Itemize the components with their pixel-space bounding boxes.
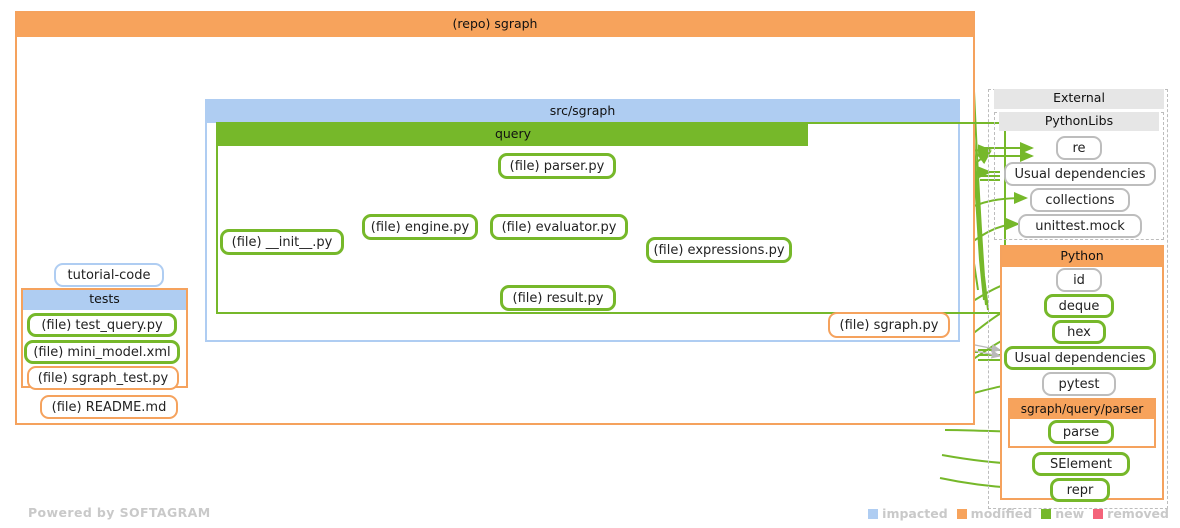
node-unittest-mock-label: unittest.mock <box>1035 218 1125 234</box>
legend-label-new: new <box>1055 506 1085 521</box>
legend-swatch-removed <box>1093 508 1104 519</box>
node-sgraph-test-py[interactable]: (file) sgraph_test.py <box>27 366 179 390</box>
node-test-query-py-label: (file) test_query.py <box>41 317 163 333</box>
node-unittest-mock[interactable]: unittest.mock <box>1018 214 1142 238</box>
node-usual-dependencies-python[interactable]: Usual dependencies <box>1004 346 1156 370</box>
node-result-py[interactable]: (file) result.py <box>500 285 616 311</box>
node-selement-label: SElement <box>1049 456 1113 472</box>
node-evaluator-py-label: (file) evaluator.py <box>501 219 617 235</box>
node-collections[interactable]: collections <box>1030 188 1130 212</box>
group-python-header: Python <box>1002 247 1162 267</box>
node-repr[interactable]: repr <box>1050 478 1110 502</box>
node-deque[interactable]: deque <box>1044 294 1114 318</box>
group-query: query <box>216 122 1006 314</box>
node-id-label: id <box>1073 272 1085 288</box>
node-readme-md[interactable]: (file) README.md <box>40 395 178 419</box>
node-test-query-py[interactable]: (file) test_query.py <box>27 313 177 337</box>
node-tutorial-code[interactable]: tutorial-code <box>54 263 164 287</box>
node-id[interactable]: id <box>1056 268 1102 292</box>
group-repo-header: (repo) sgraph <box>17 13 973 37</box>
node-collections-label: collections <box>1045 192 1115 208</box>
legend-swatch-modified <box>956 508 967 519</box>
node-usual-dependencies-pythonlibs-label: Usual dependencies <box>1014 166 1146 182</box>
group-tests-header: tests <box>23 290 186 310</box>
node-re-label: re <box>1072 140 1086 156</box>
node-usual-dependencies-python-label: Usual dependencies <box>1014 350 1146 366</box>
legend-label-modified: modified <box>970 506 1033 521</box>
node-parser-py-label: (file) parser.py <box>509 158 605 174</box>
node-hex[interactable]: hex <box>1052 320 1106 344</box>
node-parser-py[interactable]: (file) parser.py <box>498 153 616 179</box>
group-src-sgraph-header: src/sgraph <box>207 101 958 123</box>
node-engine-py[interactable]: (file) engine.py <box>362 214 478 240</box>
node-expressions-py[interactable]: (file) expressions.py <box>646 237 792 263</box>
legend-swatch-new <box>1041 508 1052 519</box>
node-selement[interactable]: SElement <box>1032 452 1130 476</box>
node-expressions-py-label: (file) expressions.py <box>653 242 785 258</box>
node-mini-model-xml-label: (file) mini_model.xml <box>33 344 171 360</box>
node-sgraph-py-label: (file) sgraph.py <box>839 317 939 333</box>
group-pythonlibs-header: PythonLibs <box>999 112 1159 131</box>
group-query-header: query <box>218 124 808 146</box>
node-sgraph-py[interactable]: (file) sgraph.py <box>828 312 950 338</box>
group-sgraph-query-parser-header: sgraph/query/parser <box>1010 400 1154 419</box>
legend-swatch-impacted <box>868 508 879 519</box>
node-engine-py-label: (file) engine.py <box>370 219 470 235</box>
legend-label-impacted: impacted <box>882 506 948 521</box>
legend-label-removed: removed <box>1107 506 1169 521</box>
node-usual-dependencies-pythonlibs[interactable]: Usual dependencies <box>1004 162 1156 186</box>
node-result-py-label: (file) result.py <box>512 290 604 306</box>
group-external-header: External <box>994 89 1164 109</box>
node-pytest[interactable]: pytest <box>1042 372 1116 396</box>
node-init-py[interactable]: (file) __init__.py <box>220 229 344 255</box>
node-hex-label: hex <box>1067 324 1091 340</box>
node-init-py-label: (file) __init__.py <box>231 234 333 250</box>
node-mini-model-xml[interactable]: (file) mini_model.xml <box>24 340 180 364</box>
powered-by-credit: Powered by SOFTAGRAM <box>28 505 211 520</box>
node-re[interactable]: re <box>1056 136 1102 160</box>
node-pytest-label: pytest <box>1058 376 1100 392</box>
node-parse-label: parse <box>1062 424 1100 440</box>
node-parse[interactable]: parse <box>1048 420 1114 444</box>
node-sgraph-test-py-label: (file) sgraph_test.py <box>37 370 169 386</box>
node-evaluator-py[interactable]: (file) evaluator.py <box>490 214 628 240</box>
node-tutorial-code-label: tutorial-code <box>67 267 151 283</box>
node-readme-md-label: (file) README.md <box>51 399 167 415</box>
node-repr-label: repr <box>1066 482 1094 498</box>
node-deque-label: deque <box>1058 298 1100 314</box>
legend: impacted modified new removed <box>868 506 1174 521</box>
